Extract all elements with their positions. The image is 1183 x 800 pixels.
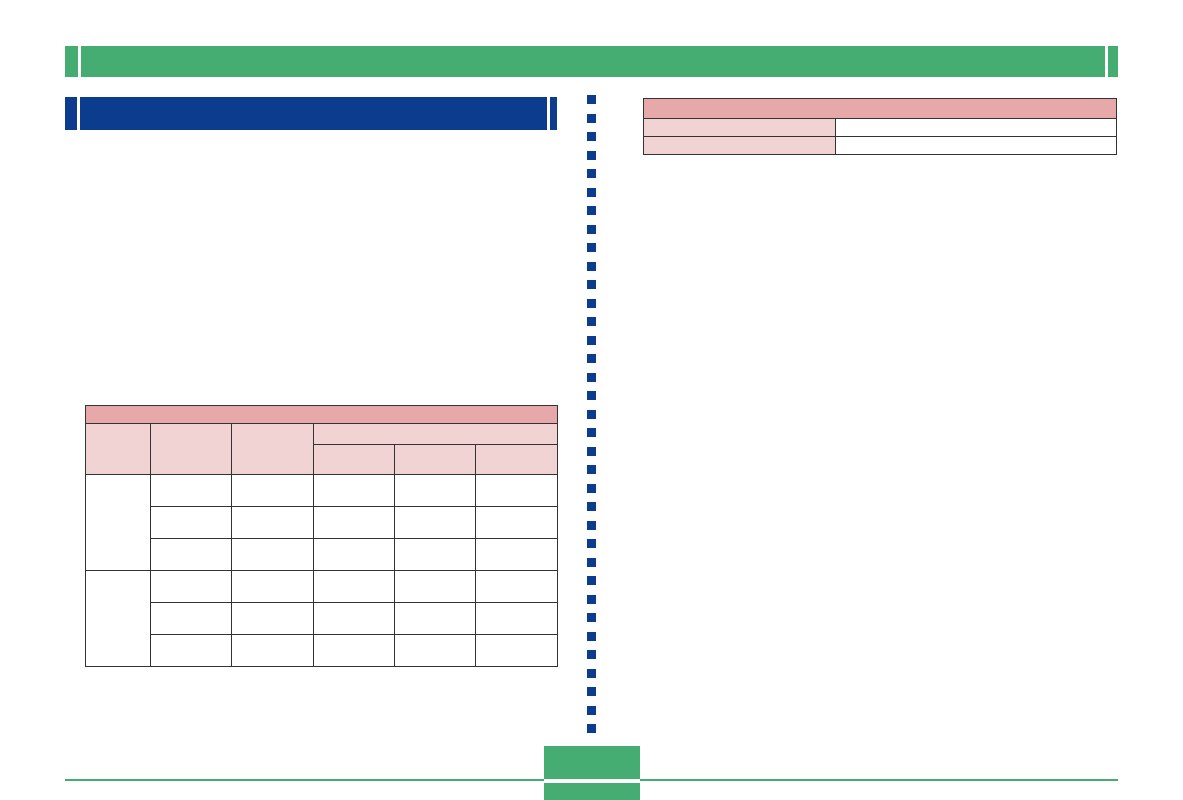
divider-dot [587,169,596,178]
divider-dot [587,391,596,400]
table-cell [312,570,395,603]
table-cell [149,538,233,571]
right-table-row-value [835,136,1117,155]
row-group-label [85,570,151,667]
divider-dot [587,631,596,641]
table-row [85,570,558,667]
chapter-header-bar [65,46,1118,77]
divider-dot [587,243,596,252]
left-table-subheader-2 [393,444,477,475]
table-row [86,506,558,539]
left-table-col-header-2 [149,423,233,475]
page-number-tab [544,746,640,800]
left-table-col-header-4 [312,423,559,445]
table-cell [312,474,395,507]
divider-dot [587,261,596,271]
divider-dot [587,687,596,696]
table-cell [312,506,395,539]
left-table-subheader-1 [312,444,395,475]
table-cell [149,474,233,507]
divider-dot [587,372,596,382]
table-cell [231,602,314,635]
table-cell [475,506,558,539]
table-cell [231,474,314,507]
divider-dot [587,705,596,715]
table-row [85,474,558,571]
table-cell [231,538,314,571]
right-table-caption [643,98,1117,119]
table-row [86,634,558,667]
column-divider [587,95,597,740]
table-cell [393,602,477,635]
divider-dot [587,465,596,474]
table-cell [231,570,314,603]
divider-dot [587,335,596,345]
table-cell [149,506,233,539]
table-cell [475,474,558,507]
table-cell [393,506,477,539]
divider-dot [587,113,596,123]
row-group-label [85,474,151,571]
right-table-row-label [643,118,836,137]
table-cell [149,602,233,635]
divider-dot [587,650,596,659]
table-cell [312,602,395,635]
right-table-row-label [643,136,836,155]
table-cell [149,570,233,603]
divider-dot [587,557,596,567]
divider-dot [587,576,596,585]
section-heading-bar [65,97,557,130]
table-row [86,538,558,571]
table-cell [231,634,314,667]
divider-dot [587,354,596,363]
section-bar-right-cap [547,97,550,130]
divider-dot [587,668,596,678]
table-cell [475,634,558,667]
table-cell [393,474,477,507]
table-cell [393,634,477,667]
divider-dot [587,539,596,548]
table-cell [231,506,314,539]
table-cell [475,570,558,603]
divider-dot [587,409,596,419]
divider-dot [587,317,596,326]
divider-dot [587,150,596,160]
divider-dot [587,187,596,197]
table-cell [475,538,558,571]
table-row [643,136,1117,155]
section-bar-left-cap [77,97,80,130]
right-data-table [643,98,1117,155]
divider-dot [587,280,596,289]
divider-dot [587,446,596,456]
right-table-row-value [835,118,1117,137]
table-cell [393,570,477,603]
left-table-subheader-3 [475,444,558,475]
header-bar-left-cap [78,46,81,77]
divider-dot [587,594,596,604]
divider-dot [587,224,596,234]
divider-dot [587,520,596,530]
left-table-col-header-1 [85,423,151,475]
left-data-table [85,405,559,667]
table-row [643,118,1117,137]
divider-dot [587,95,596,104]
divider-dot [587,428,596,437]
table-cell [475,602,558,635]
table-cell [312,634,395,667]
divider-dot [587,206,596,215]
header-bar-right-cap [1105,46,1108,77]
divider-dot [587,502,596,511]
left-table-caption [85,405,558,424]
divider-dot [587,298,596,308]
left-table-col-header-3 [231,423,314,475]
table-cell [312,538,395,571]
table-cell [149,634,233,667]
divider-dot [587,724,596,733]
divider-dot [587,613,596,622]
divider-dot [587,483,596,493]
divider-dot [587,132,596,141]
table-cell [393,538,477,571]
page-tab-gap [544,779,640,783]
table-row [86,602,558,635]
